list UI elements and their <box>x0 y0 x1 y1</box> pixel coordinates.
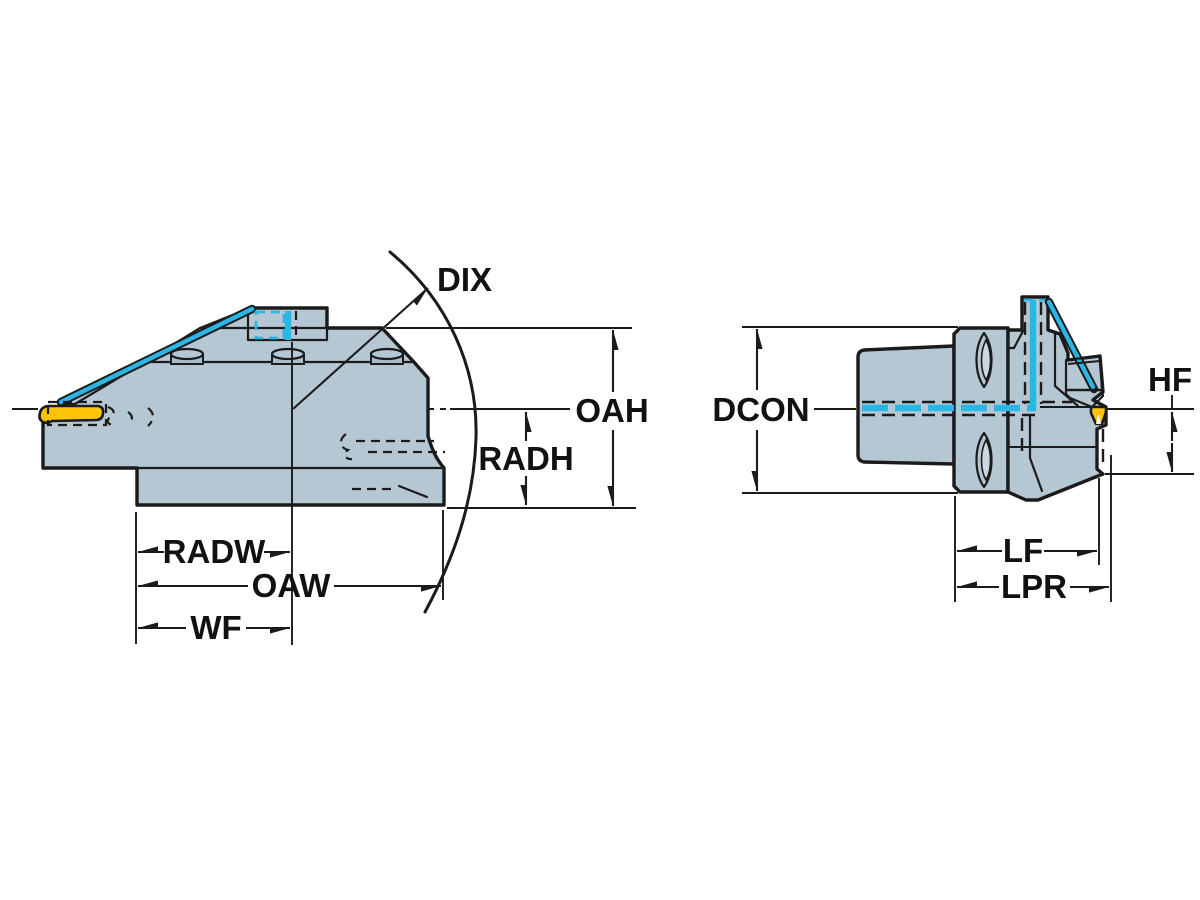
coolant-hidden-cavity <box>254 310 286 340</box>
dim-label-radh: RADH <box>478 440 573 477</box>
dim-label-radw: RADW <box>163 533 266 570</box>
left-view: DIX OAH RADH RADW OAW WF <box>12 250 649 646</box>
insert-hidden-outline <box>46 400 108 427</box>
insert-notch <box>1096 415 1101 424</box>
screw-boss-middle <box>270 347 306 365</box>
hidden-detail-left <box>106 405 155 428</box>
clamp-plate-line <box>1067 360 1101 365</box>
dim-label-dix: DIX <box>437 261 492 298</box>
screw-boss-right <box>369 347 405 365</box>
dim-label-dcon: DCON <box>712 391 809 428</box>
head-internal-lines <box>1006 329 1105 493</box>
dim-label-wf: WF <box>190 609 241 646</box>
screw-boss-left <box>169 347 205 365</box>
dim-label-hf: HF <box>1148 361 1192 398</box>
tool-head <box>1006 295 1108 502</box>
coolant-channels-front <box>862 298 1072 417</box>
dim-label-oah: OAH <box>575 392 648 429</box>
dim-label-oaw: OAW <box>252 567 332 604</box>
clamp-screw <box>1046 299 1096 390</box>
flange-slot-bottom <box>975 431 993 489</box>
coolant-tube-line <box>58 306 255 405</box>
hidden-detail-right <box>339 433 445 499</box>
dim-label-lpr: LPR <box>1001 568 1067 605</box>
right-view: DCON HF LF LPR <box>712 295 1194 605</box>
dix-arc <box>388 250 478 614</box>
tool-body-side <box>41 306 446 507</box>
dim-label-lf: LF <box>1003 532 1043 569</box>
dix-leader-line <box>292 287 429 410</box>
flange-slot-top <box>975 331 993 389</box>
